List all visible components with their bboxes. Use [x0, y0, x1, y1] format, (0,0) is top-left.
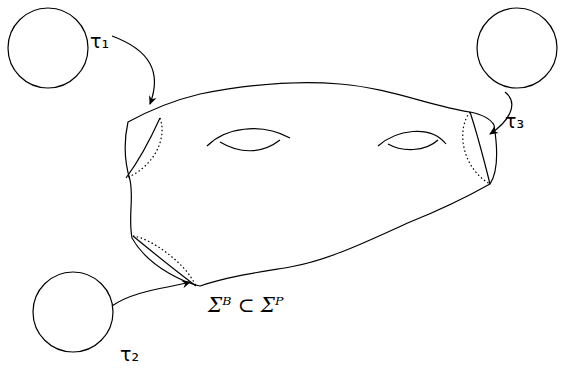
boundary-cut	[470, 112, 490, 184]
map-label: τ₁	[90, 32, 109, 51]
surface-outline	[125, 83, 496, 286]
disk	[477, 8, 557, 88]
disk	[8, 8, 88, 88]
gluing-arrow	[112, 282, 190, 306]
boundary-cut	[133, 236, 196, 286]
boundary-cut-hidden	[126, 118, 162, 178]
boundary-cut	[126, 118, 160, 178]
handle	[207, 129, 290, 146]
gluing-arrow	[112, 36, 154, 104]
disk	[33, 272, 113, 352]
handle	[388, 140, 438, 150]
handle	[220, 140, 280, 151]
map-label: τ₂	[120, 345, 139, 364]
boundary-cut-hidden	[463, 112, 490, 184]
boundary-cut-hidden	[133, 236, 196, 286]
map-label: τ₃	[505, 112, 524, 131]
surface-label: Σᴮ ⊂ Σᴾ	[208, 295, 284, 315]
